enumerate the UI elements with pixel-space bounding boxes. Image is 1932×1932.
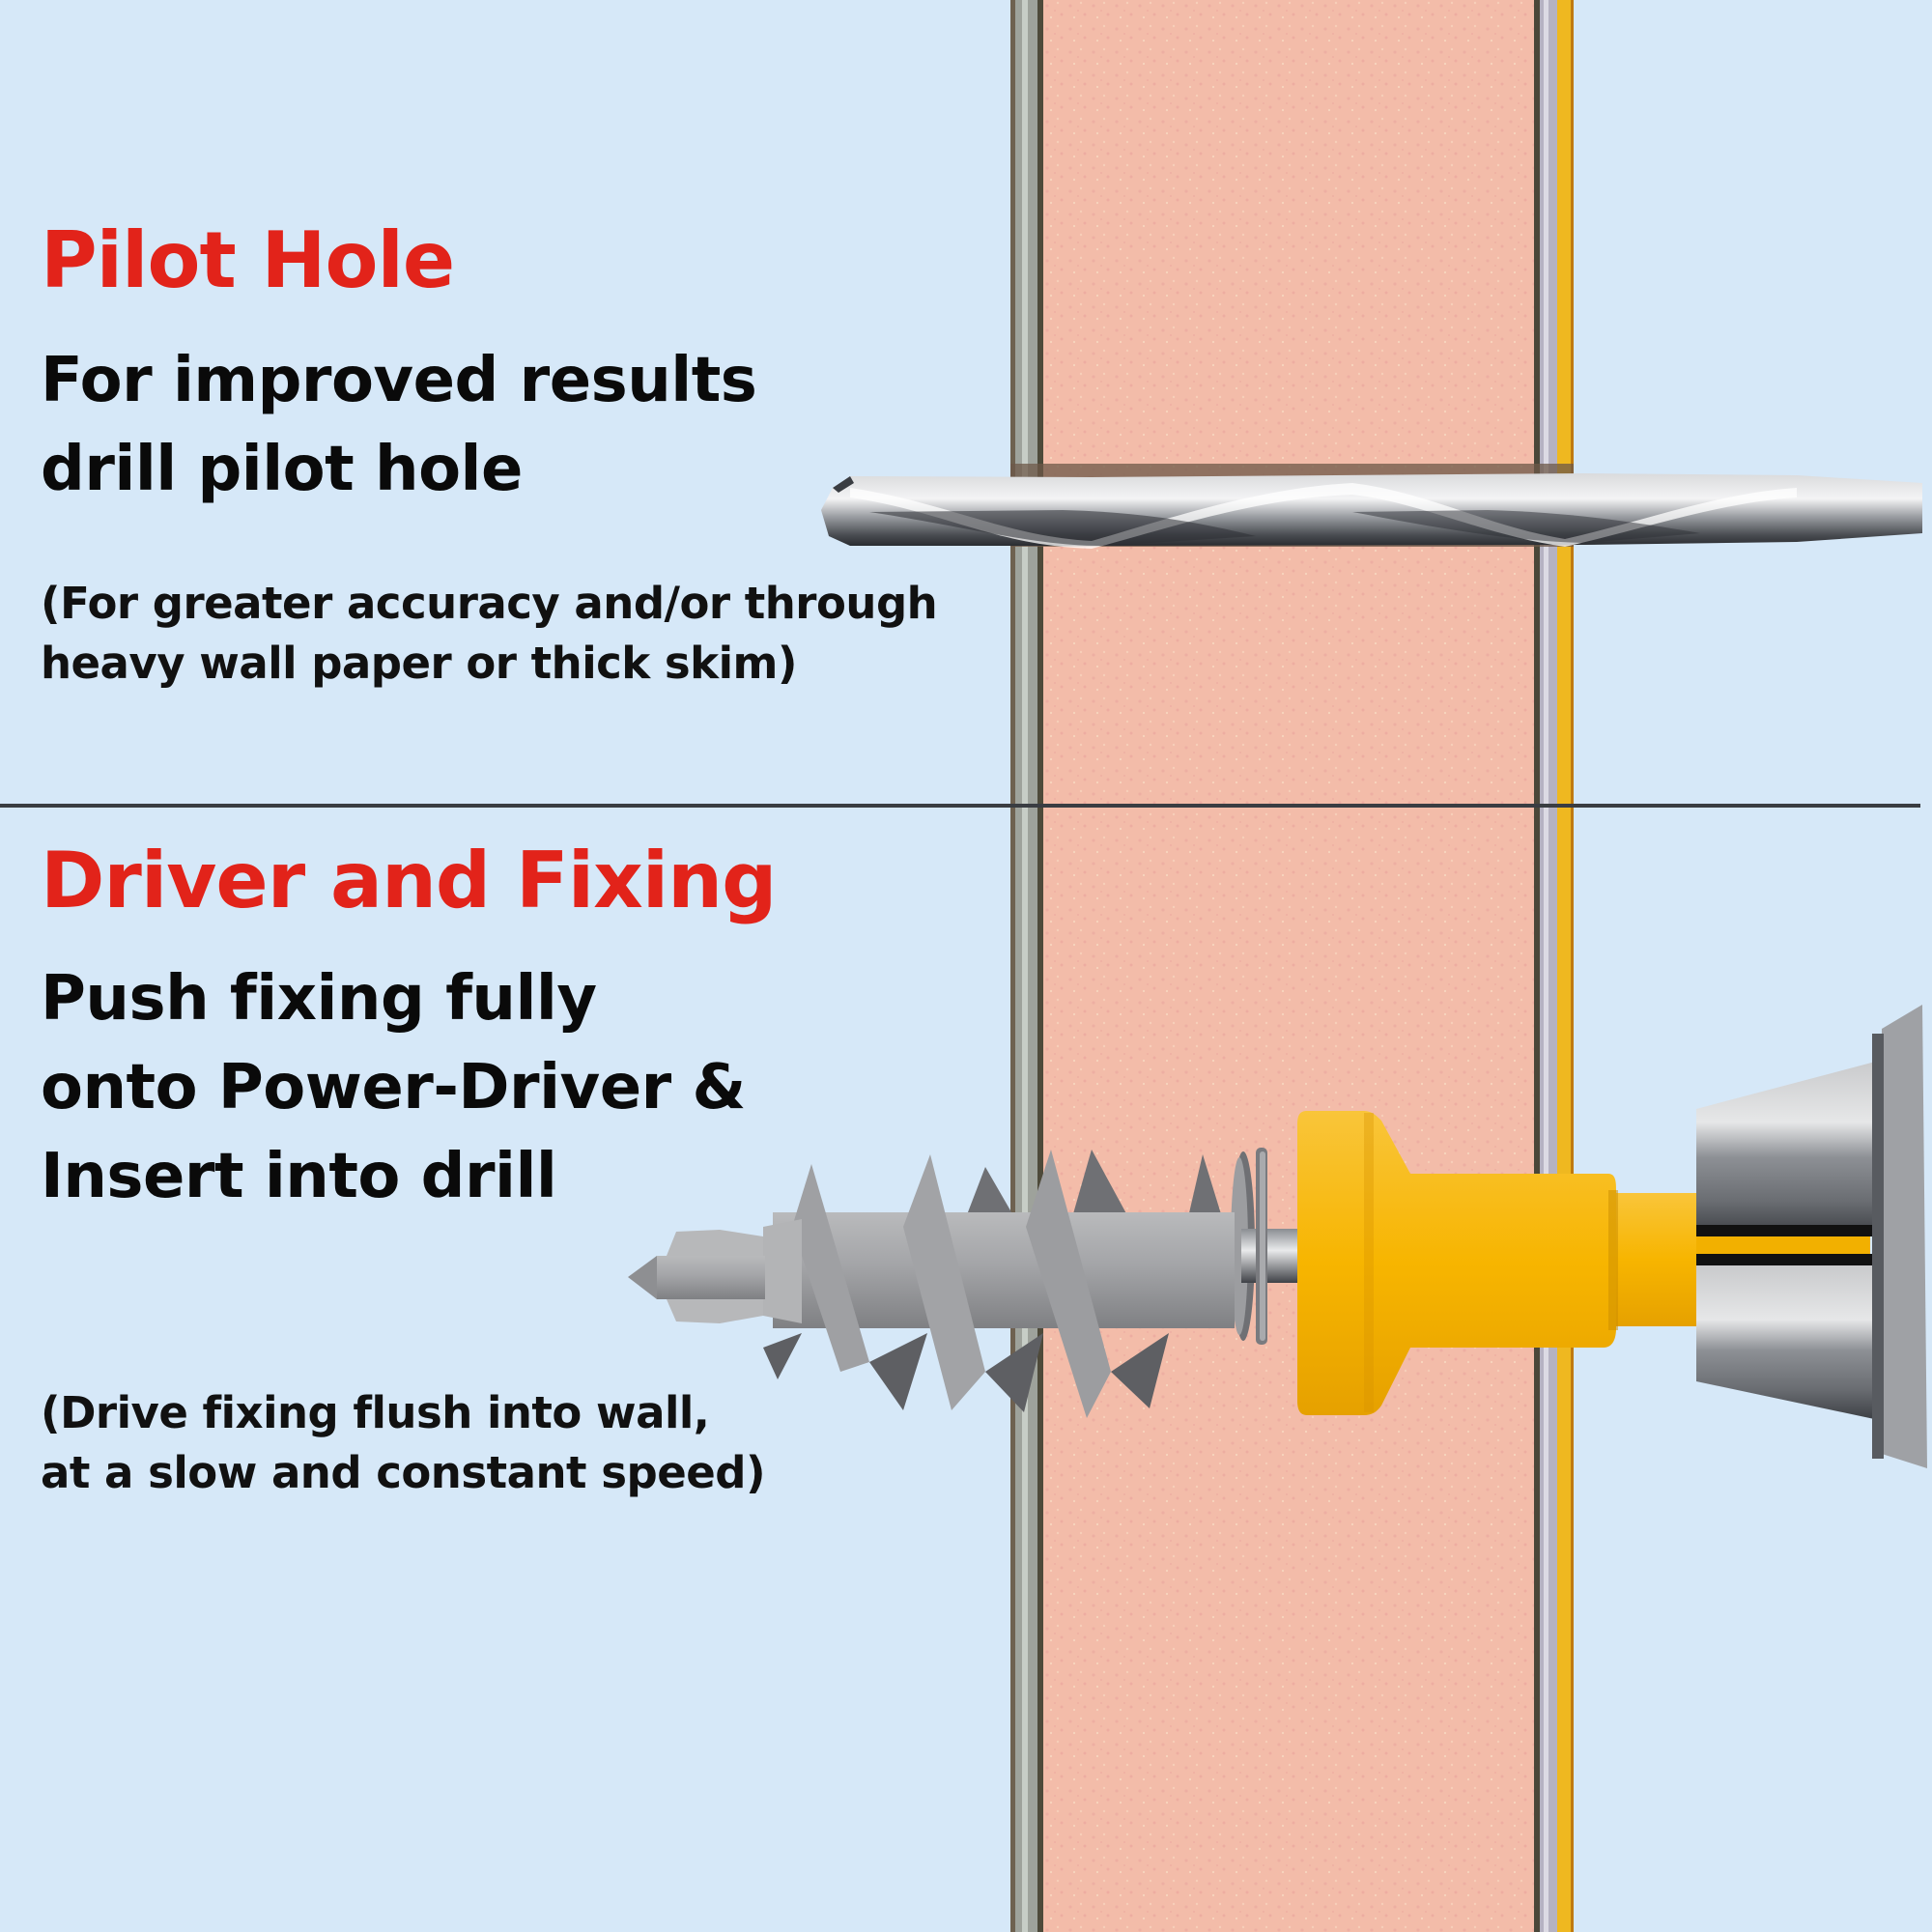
note-line: heavy wall paper or thick skim)	[41, 638, 798, 689]
pilot-hole-note: (For greater accuracy and/or through hea…	[41, 574, 938, 694]
instruction-line: For improved results	[41, 345, 757, 416]
note-line: (Drive fixing flush into wall,	[41, 1387, 710, 1438]
power-driver-icon	[1297, 1111, 1703, 1415]
pilot-hole-instruction: For improved results drill pilot hole	[41, 336, 937, 514]
pilot-hole-heading: Pilot Hole	[41, 215, 455, 305]
note-line: at a slow and constant speed)	[41, 1447, 766, 1498]
wall-core	[1043, 0, 1536, 1932]
instruction-line: drill pilot hole	[41, 434, 523, 505]
driver-and-fixing-instruction: Push fixing fully onto Power-Driver & In…	[41, 954, 776, 1221]
instruction-line: Insert into drill	[41, 1141, 557, 1212]
instruction-line: Push fixing fully	[41, 963, 597, 1035]
driver-and-fixing-section: Driver and Fixing Push fixing fully onto…	[41, 836, 777, 1503]
driver-and-fixing-heading: Driver and Fixing	[41, 836, 777, 925]
wall-fixing-icon	[628, 1148, 1297, 1418]
driver-and-fixing-note: (Drive fixing flush into wall, at a slow…	[41, 1383, 776, 1503]
pilot-hole-section: Pilot Hole For improved results drill pi…	[41, 215, 938, 694]
section-divider	[0, 804, 1920, 808]
drill-chuck-icon	[1696, 1005, 1927, 1468]
wall	[1010, 0, 1574, 1932]
note-line: (For greater accuracy and/or through	[41, 578, 938, 629]
instruction-line: onto Power-Driver &	[41, 1052, 746, 1123]
drill-bit-icon	[821, 464, 1922, 549]
